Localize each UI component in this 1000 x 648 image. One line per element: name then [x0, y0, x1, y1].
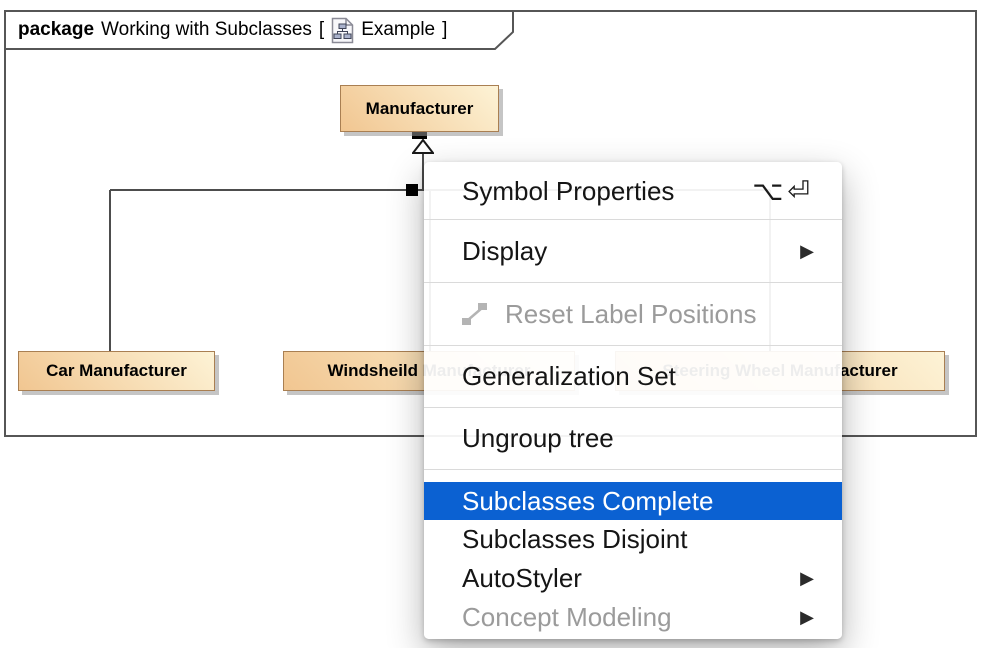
generalization-tree-trunk-line[interactable]	[422, 152, 424, 190]
frame-close-bracket: ]	[442, 19, 448, 40]
menu-item-subclasses-disjoint[interactable]: Subclasses Disjoint	[424, 520, 842, 559]
generalization-arrowhead[interactable]	[412, 139, 434, 155]
menu-item-label: Display	[462, 235, 548, 266]
menu-item-label: Concept Modeling	[462, 602, 672, 632]
context-menu: Symbol Properties ⌥⏎ Display ▶ Reset Lab…	[424, 162, 842, 639]
menu-item-label: Ungroup tree	[462, 423, 614, 453]
submenu-arrow-icon: ▶	[800, 568, 814, 589]
menu-item-label: AutoStyler	[462, 563, 582, 593]
menu-item-display[interactable]: Display ▶	[424, 220, 842, 283]
frame-keyword: package	[18, 19, 95, 40]
generalization-edge-car[interactable]	[109, 190, 111, 351]
submenu-arrow-icon: ▶	[800, 240, 814, 262]
menu-separator-gap	[424, 470, 842, 482]
class-name-label: Manufacturer	[365, 98, 474, 118]
selection-handle[interactable]	[406, 184, 418, 196]
menu-item-label: Subclasses Disjoint	[462, 524, 688, 554]
package-frame-tab	[4, 10, 514, 50]
menu-item-generalization-set[interactable]: Generalization Set	[424, 346, 842, 408]
menu-item-label: Generalization Set	[462, 361, 676, 391]
menu-item-label: Reset Label Positions	[505, 298, 757, 329]
diagram-header: package Working with Subclasses [ Exampl…	[18, 16, 447, 44]
submenu-arrow-icon: ▶	[800, 607, 814, 628]
menu-item-label: Symbol Properties	[462, 176, 675, 206]
frame-diagram-name: Example	[361, 19, 436, 40]
frame-package-name: Working with Subclasses	[101, 19, 312, 40]
shortcut-option-return: ⌥⏎	[752, 176, 814, 207]
menu-item-autostyler[interactable]: AutoStyler ▶	[424, 559, 842, 598]
menu-item-subclasses-complete[interactable]: Subclasses Complete	[424, 482, 842, 520]
frame-open-bracket: [	[318, 19, 325, 40]
menu-item-reset-label-positions: Reset Label Positions	[424, 283, 842, 346]
menu-item-ungroup-tree[interactable]: Ungroup tree	[424, 408, 842, 470]
menu-item-symbol-properties[interactable]: Symbol Properties ⌥⏎	[424, 164, 842, 220]
reset-label-positions-icon	[462, 302, 489, 326]
menu-item-concept-modeling: Concept Modeling ▶	[424, 598, 842, 637]
class-diagram-icon	[331, 17, 354, 44]
class-manufacturer[interactable]: Manufacturer	[340, 85, 499, 132]
menu-item-label: Subclasses Complete	[462, 485, 714, 516]
class-name-label: Car Manufacturer	[46, 361, 187, 380]
class-car-manufacturer[interactable]: Car Manufacturer	[18, 351, 215, 391]
